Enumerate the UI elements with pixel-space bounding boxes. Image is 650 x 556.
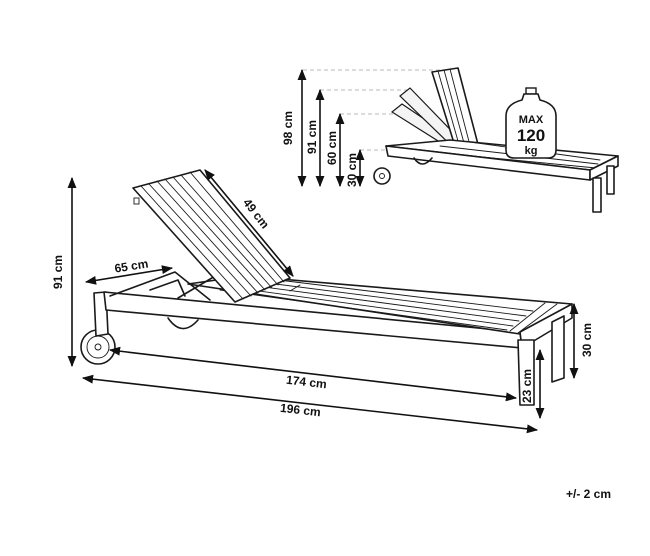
inset-front-leg-right bbox=[606, 165, 615, 195]
front-leg-right bbox=[551, 315, 565, 383]
inset-lounger: MAX 120 kg bbox=[303, 67, 619, 213]
backrest-handle bbox=[133, 197, 140, 205]
inset-front-leg-left bbox=[592, 177, 602, 213]
max-load-label: MAX bbox=[519, 114, 544, 126]
main-dimensions: 91 cm 49 cm 65 cm 174 cm 196 cm 23 cm 30… bbox=[51, 169, 594, 434]
seat-slat-lines bbox=[219, 277, 558, 334]
backrest-length-line bbox=[204, 169, 294, 277]
inset-seat bbox=[385, 139, 619, 181]
armrest-length-line bbox=[84, 265, 174, 285]
inset-underside-wheel bbox=[413, 157, 433, 165]
position-30-label: 30 cm bbox=[345, 153, 359, 187]
seat-height-label: 23 cm bbox=[520, 369, 534, 403]
max-load-unit: kg bbox=[525, 145, 538, 157]
inset-dimensions: 98 cm 91 cm 60 cm 30 cm bbox=[281, 68, 365, 188]
underside-wheel bbox=[167, 317, 199, 330]
total-length-label: 196 cm bbox=[279, 401, 321, 420]
main-lounger bbox=[80, 169, 573, 406]
overall-height-label: 91 cm bbox=[51, 255, 65, 289]
position-98-label: 98 cm bbox=[281, 111, 295, 145]
arm-support bbox=[109, 271, 211, 301]
inset-wheel bbox=[373, 167, 391, 185]
position-91-label: 91 cm bbox=[305, 120, 319, 154]
total-length-line bbox=[81, 374, 539, 434]
position-60-label: 60 cm bbox=[325, 131, 339, 165]
seat-length-line bbox=[108, 346, 518, 402]
frame-height-label: 30 cm bbox=[580, 323, 594, 357]
weight-icon: MAX 120 kg bbox=[505, 87, 557, 159]
arm-brace bbox=[149, 279, 186, 297]
max-load-value: 120 bbox=[517, 126, 545, 145]
armrest-length-label: 65 cm bbox=[113, 256, 149, 275]
tolerance-note: +/- 2 cm bbox=[566, 487, 612, 501]
